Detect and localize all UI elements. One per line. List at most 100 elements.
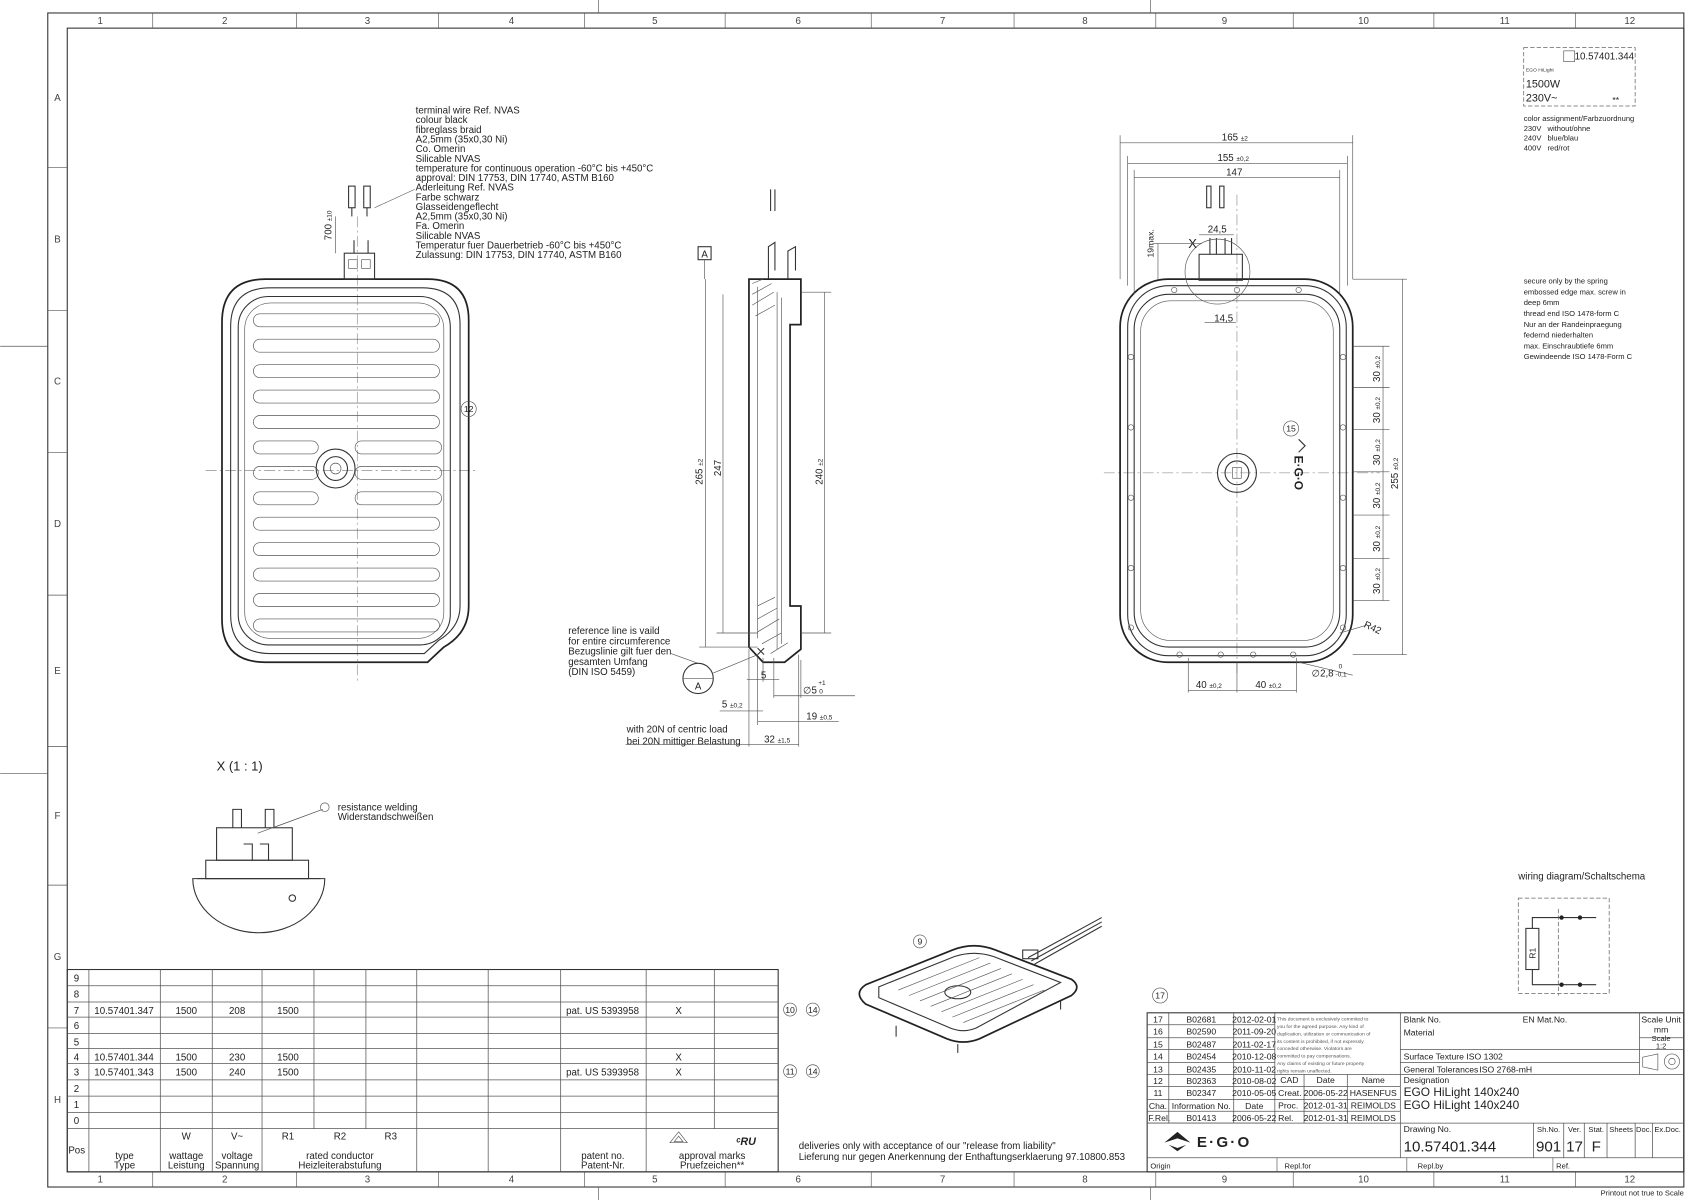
isometric-view: 9 bbox=[858, 917, 1102, 1053]
ego-logo-text: E·G·O bbox=[1291, 456, 1305, 490]
change-number: 17 bbox=[1153, 1015, 1163, 1025]
header-r2: R2 bbox=[334, 1131, 346, 1142]
table-cell-r1: 1500 bbox=[277, 1068, 299, 1079]
color-name: blue/blau bbox=[1548, 134, 1579, 143]
dim-240: 240 ±2 bbox=[815, 458, 826, 484]
load-note-line: bei 20N mittiger Belastung bbox=[627, 736, 741, 747]
change-date: 2011-09-20 bbox=[1232, 1026, 1276, 1036]
header-patent-de: Patent-Nr. bbox=[581, 1161, 625, 1172]
change-number: 11 bbox=[1153, 1088, 1162, 1098]
zone-col-5: 5 bbox=[652, 16, 657, 27]
table-row: 1 bbox=[74, 1100, 79, 1111]
change-date: 2010-11-02 bbox=[1232, 1064, 1276, 1074]
mounting-note-line: Gewindeende ISO 1478-Form C bbox=[1524, 352, 1633, 361]
table-cell-v: 208 bbox=[229, 1006, 245, 1017]
change-info-no: B02454 bbox=[1186, 1051, 1216, 1061]
wire-note-line: A2,5mm (35x0,30 Ni) bbox=[416, 135, 508, 146]
dim-dia-5: ∅5 bbox=[803, 686, 817, 697]
ex-doc-label: Ex.Doc. bbox=[1654, 1125, 1680, 1134]
label-power: 1500W bbox=[1526, 79, 1561, 91]
mounting-note-line: embossed edge max. screw in bbox=[1524, 287, 1626, 296]
change-info-no: B02487 bbox=[1186, 1039, 1216, 1049]
drawing-no-label: Drawing No. bbox=[1404, 1124, 1452, 1134]
approval-date: 2012-01-31 bbox=[1304, 1101, 1348, 1111]
table-cell-pos: 0 bbox=[74, 1116, 80, 1127]
repl-for-label: Repl.for bbox=[1285, 1162, 1312, 1171]
callout-14: 14 bbox=[808, 1005, 818, 1015]
label-brand: EGO HiLight bbox=[1526, 67, 1555, 73]
ego-logo-text: E·G·O bbox=[1197, 1134, 1252, 1151]
table-cell-pos: 4 bbox=[74, 1052, 80, 1063]
ref-label: Ref. bbox=[1556, 1162, 1570, 1171]
release-date: 2006-05-22 bbox=[1232, 1113, 1276, 1123]
zone-row-D: D bbox=[54, 519, 61, 530]
callout-9: 9 bbox=[918, 937, 923, 947]
delivery-note-de: Lieferung nur gegen Anerkennung der Enth… bbox=[799, 1152, 1125, 1163]
scale-value: 1:2 bbox=[1656, 1042, 1667, 1051]
table-row: 8 bbox=[74, 990, 79, 1001]
reference-note-line: Bezugslinie gilt fuer den bbox=[568, 647, 671, 658]
change-date: 2010-05-05 bbox=[1232, 1088, 1276, 1098]
welding-note-de: Widerstandschweißen bbox=[338, 812, 434, 823]
zone-col-1: 1 bbox=[98, 16, 103, 27]
legal-notice-line: rights remain unaffected. bbox=[1277, 1069, 1332, 1075]
dim-pitch-30: 30 ±0,2 bbox=[1372, 397, 1383, 423]
change-date: 2010-08-02 bbox=[1232, 1076, 1276, 1086]
dim-pitch-30: 30 ±0,2 bbox=[1372, 482, 1383, 508]
top-view: E·G·O 15 X 165 ±2 155 ±0,2 147 24,5 14,5… bbox=[1103, 133, 1407, 693]
color-voltage: 400V bbox=[1524, 143, 1543, 152]
change-date: 2010-12-08 bbox=[1232, 1051, 1276, 1061]
header-type-de: Type bbox=[114, 1161, 135, 1172]
zone-row-H: H bbox=[54, 1095, 61, 1106]
designation-line: EGO HiLight 140x240 bbox=[1404, 1098, 1520, 1112]
table-cell-type: 10.57401.344 bbox=[94, 1052, 154, 1063]
approval-date: 2012-01-31 bbox=[1304, 1113, 1348, 1123]
header-w-unit: W bbox=[182, 1131, 192, 1142]
zone-col-5: 5 bbox=[652, 1175, 657, 1186]
version: 17 bbox=[1566, 1138, 1583, 1155]
legal-notice-line: you for the agreed purpose. Any kind of bbox=[1277, 1024, 1364, 1030]
zone-col-8: 8 bbox=[1082, 16, 1087, 27]
en-mat-no-label: EN Mat.No. bbox=[1523, 1015, 1568, 1025]
dim-19max: 19max. bbox=[1146, 229, 1156, 257]
label-marks: ** bbox=[1612, 95, 1619, 105]
zone-row-C: C bbox=[54, 377, 61, 388]
header-type: type bbox=[115, 1151, 133, 1162]
designation-line: EGO HiLight 140x240 bbox=[1404, 1085, 1520, 1099]
zone-row-E: E bbox=[54, 666, 61, 677]
blank-no-label: Blank No. bbox=[1404, 1015, 1441, 1025]
zone-col-6: 6 bbox=[795, 1175, 800, 1186]
reference-note-line: for entire circumference bbox=[568, 636, 670, 647]
table-cell-patent: pat. US 5393958 bbox=[566, 1006, 639, 1017]
dim-147: 147 bbox=[1226, 167, 1242, 178]
dim-255: 255 ±0,2 bbox=[1390, 457, 1401, 489]
color-voltage: 240V bbox=[1524, 134, 1543, 143]
change-info-no: B02347 bbox=[1186, 1088, 1216, 1098]
zone-row-B: B bbox=[54, 234, 60, 245]
table-row: 2 bbox=[74, 1084, 79, 1095]
mounting-note-line: thread end ISO 1478-form C bbox=[1524, 309, 1620, 318]
zone-col-12: 12 bbox=[1624, 1175, 1635, 1186]
header-rated-de: Heizleiterabstufung bbox=[298, 1161, 381, 1172]
wire-note-line: Fa. Omerin bbox=[416, 221, 465, 232]
table-cell-pos: 2 bbox=[74, 1084, 79, 1095]
scale-unit: mm bbox=[1654, 1024, 1668, 1034]
reference-note-line: gesamten Umfang bbox=[568, 657, 647, 668]
dim-pitch-30: 30 ±0,2 bbox=[1372, 439, 1383, 465]
header-rated: rated conductor bbox=[306, 1151, 374, 1162]
change-number: 15 bbox=[1153, 1039, 1163, 1049]
legal-notice-line: its content is prohibited, if not expres… bbox=[1277, 1039, 1364, 1045]
release-info-no: B01413 bbox=[1186, 1113, 1216, 1123]
header-voltage: voltage bbox=[221, 1151, 252, 1162]
table-cell-approval: X bbox=[675, 1006, 682, 1017]
table-row: 5 bbox=[74, 1037, 79, 1048]
ego-logo-icon bbox=[1298, 438, 1306, 453]
wire-note-line: Zulassung: DIN 17753, DIN 17740, ASTM B1… bbox=[416, 250, 622, 261]
change-number: 12 bbox=[1153, 1076, 1163, 1086]
wire-note-line: Glasseidengeflecht bbox=[416, 202, 499, 213]
checkbox-icon bbox=[1563, 50, 1575, 63]
approval-name: REIMOLDS bbox=[1351, 1113, 1396, 1123]
